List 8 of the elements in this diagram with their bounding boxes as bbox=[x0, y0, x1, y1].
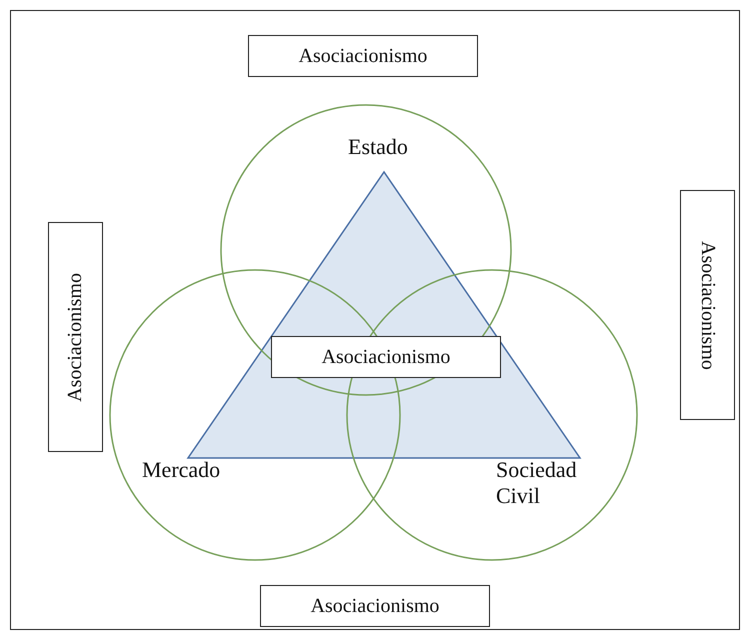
concept-box: Asociacionismo bbox=[248, 35, 478, 77]
circle-label: Estado bbox=[348, 134, 408, 160]
concept-box: Asociacionismo bbox=[271, 336, 501, 378]
circle-label: Sociedad Civil bbox=[496, 457, 578, 510]
concept-box: Asociacionismo bbox=[260, 585, 490, 627]
concept-box: Asociacionismo bbox=[48, 222, 103, 452]
concept-box: Asociacionismo bbox=[680, 190, 735, 420]
circle-label: Mercado bbox=[142, 457, 220, 484]
